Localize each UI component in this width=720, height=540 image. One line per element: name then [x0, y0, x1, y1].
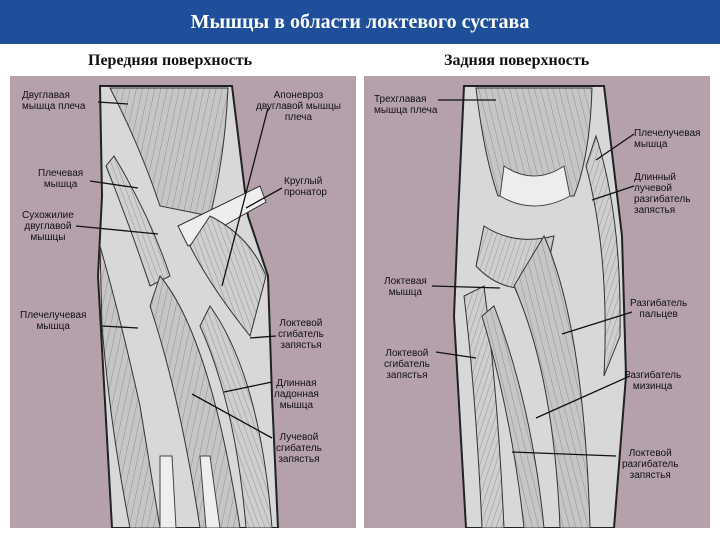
label-biceps: Двуглавая мышца плеча	[22, 90, 86, 112]
label-aponeurosis: Апоневроз двуглавой мышцы плеча	[256, 90, 341, 123]
label-extensor-digitorum: Разгибатель пальцев	[630, 298, 688, 320]
label-extensor-digiti-minimi: Разгибатель мизинца	[624, 370, 682, 392]
ulnar-flexor	[199, 305, 273, 528]
anterior-illustration	[75, 85, 283, 528]
extensor-digitorum	[513, 234, 591, 528]
label-ecrl: Длинный лучевой разгибатель запястья	[634, 172, 691, 216]
label-anconeus: Локтевая мышца	[384, 276, 427, 298]
label-flexor-carpi-ulnaris: Локтевой сгибатель запястья	[278, 318, 324, 351]
anterior-heading: Передняя поверхность	[88, 52, 253, 69]
label-brachioradialis-post: Плечелучевая мышца	[634, 128, 701, 150]
label-brachialis: Плечевая мышца	[38, 168, 84, 190]
label-fcu-posterior: Локтевой сгибатель запястья	[384, 348, 430, 381]
anterior-figure: Двуглавая мышца плеча Апоневроз двуглаво…	[10, 76, 356, 528]
ecu	[481, 305, 545, 528]
label-pronator: Круглый пронатор	[284, 176, 327, 198]
label-flexor-carpi-radialis: Лучевой сгибатель запястья	[276, 432, 322, 465]
label-biceps-tendon: Сухожилие двуглавой мышцы	[22, 210, 74, 243]
flexor-group	[149, 274, 241, 528]
label-palmaris-longus: Длинная ладонная мышца	[274, 378, 319, 411]
posterior-figure: Трехглавая мышца плеча Плечелучевая мышц…	[364, 76, 710, 528]
brachialis-muscle	[105, 155, 171, 287]
pronator-teres	[189, 215, 267, 338]
brachioradialis-muscle	[99, 245, 161, 528]
label-brachioradialis: Плечелучевая мышца	[20, 310, 87, 332]
label-triceps: Трехглавая мышца плеча	[374, 94, 438, 116]
posterior-illustration	[431, 85, 635, 528]
slide-title: Мышцы в области локтевого сустава	[0, 0, 720, 44]
posterior-heading: Задняя поверхность	[444, 52, 590, 69]
label-ecu: Локтевой разгибатель запястья	[622, 448, 679, 481]
